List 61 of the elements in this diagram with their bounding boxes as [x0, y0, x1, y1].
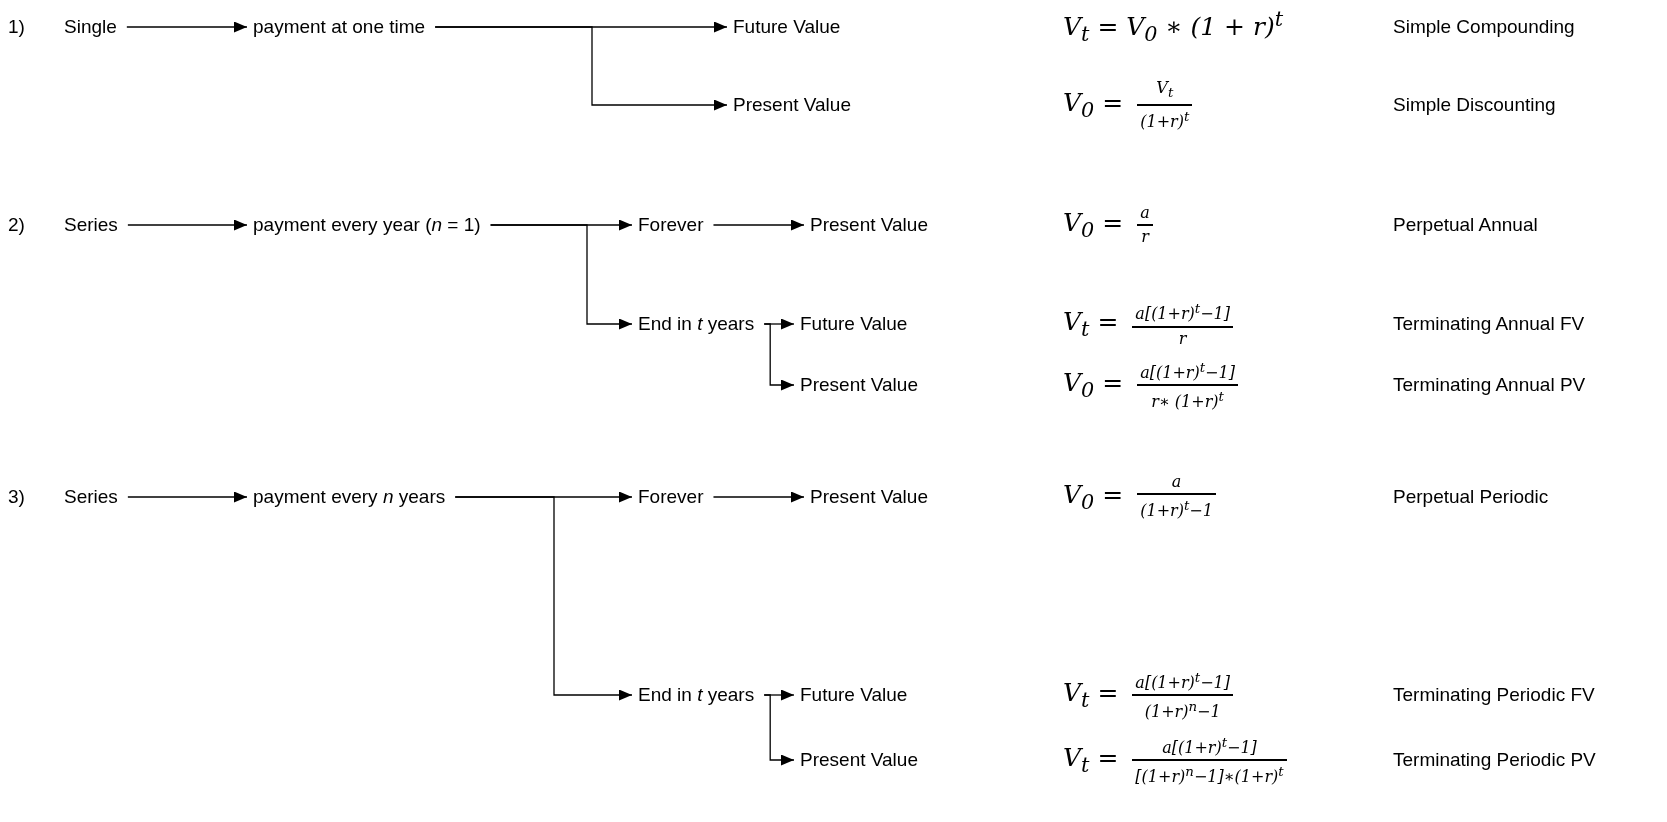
elbow-arrow — [763, 323, 795, 391]
formula-name: Perpetual Annual — [1393, 213, 1538, 237]
formula-denominator: (1+r)$^{t}$ — [1139, 107, 1191, 133]
formula-numerator: a[(1+r)$^{t}$−1] — [1139, 358, 1236, 383]
formula: V$_{0}$ = — [1063, 368, 1124, 402]
formula-name: Perpetual Periodic — [1393, 485, 1549, 509]
formula: V$_{t}$ = — [1063, 743, 1119, 777]
formula: V$_{t}$ = — [1063, 678, 1119, 712]
flow-text: Forever — [638, 485, 704, 509]
arrow — [712, 219, 805, 231]
elbow-arrow — [434, 26, 728, 111]
formula: V$_{0}$ = — [1063, 88, 1124, 122]
formula-name: Terminating Periodic PV — [1393, 748, 1596, 772]
formula-numerator: a[(1+r)$^{t}$−1] — [1134, 668, 1232, 693]
arrow — [126, 21, 248, 33]
elbow-arrow — [489, 224, 633, 330]
formula-numerator: V$_{t}$ — [1155, 77, 1175, 102]
elbow-arrow — [763, 694, 795, 766]
formula-name: Terminating Annual PV — [1393, 373, 1586, 397]
arrow — [127, 219, 248, 231]
flow-text: Present Value — [810, 213, 928, 237]
arrow — [127, 491, 248, 503]
flow-text: Forever — [638, 213, 704, 237]
formula-numerator: a[(1+r)$^{t}$−1] — [1134, 300, 1232, 325]
flow-text: payment every year (n = 1) — [253, 213, 481, 237]
formula: V$_{0}$ = — [1063, 208, 1124, 242]
formula: V$_{t}$ = — [1063, 307, 1119, 341]
elbow-arrow — [454, 496, 633, 701]
flow-text: Present Value — [733, 93, 851, 117]
flow-text: Future Value — [733, 15, 841, 39]
item-number: 1) — [8, 15, 25, 39]
formula: V$_{0}$ = — [1063, 480, 1124, 514]
flow-text: Present Value — [800, 373, 918, 397]
flow-text: Present Value — [810, 485, 928, 509]
formula-denominator: (1+r)$^{t}$−1 — [1139, 497, 1214, 522]
flow-text: Series — [64, 485, 118, 509]
formula: V$_{t}$ = V$_{0}$ ∗ (1 + r)$^{t}$ — [1063, 7, 1284, 47]
formula-name: Simple Compounding — [1393, 15, 1575, 39]
formula-denominator: r — [1177, 328, 1188, 349]
flow-text: Series — [64, 213, 118, 237]
formula-name: Terminating Annual FV — [1393, 312, 1585, 336]
arrow — [712, 491, 805, 503]
formula-numerator: a[(1+r)$^{t}$−1] — [1161, 733, 1258, 758]
item-number: 2) — [8, 213, 25, 237]
flow-text: End in t years — [638, 312, 755, 336]
flow-text: Single — [64, 15, 117, 39]
flow-text: payment every n years — [253, 485, 446, 509]
flow-text: Future Value — [800, 683, 908, 707]
flow-text: Present Value — [800, 748, 918, 772]
formula-numerator: a — [1170, 472, 1183, 493]
formula-name: Terminating Periodic FV — [1393, 683, 1595, 707]
flow-text: End in t years — [638, 683, 755, 707]
flow-text: payment at one time — [253, 15, 426, 39]
formula-denominator: r∗ (1+r)$^{t}$ — [1150, 388, 1225, 413]
formula-name: Simple Discounting — [1393, 93, 1556, 117]
formula-numerator: a — [1139, 203, 1151, 223]
flow-text: Future Value — [800, 312, 908, 336]
item-number: 3) — [8, 485, 25, 509]
formula-denominator: [(1+r)$^{n}$−1]∗(1+r)$^{t}$ — [1134, 763, 1285, 788]
formula-denominator: r — [1140, 227, 1151, 247]
formula-denominator: (1+r)$^{n}$−1 — [1143, 698, 1222, 723]
